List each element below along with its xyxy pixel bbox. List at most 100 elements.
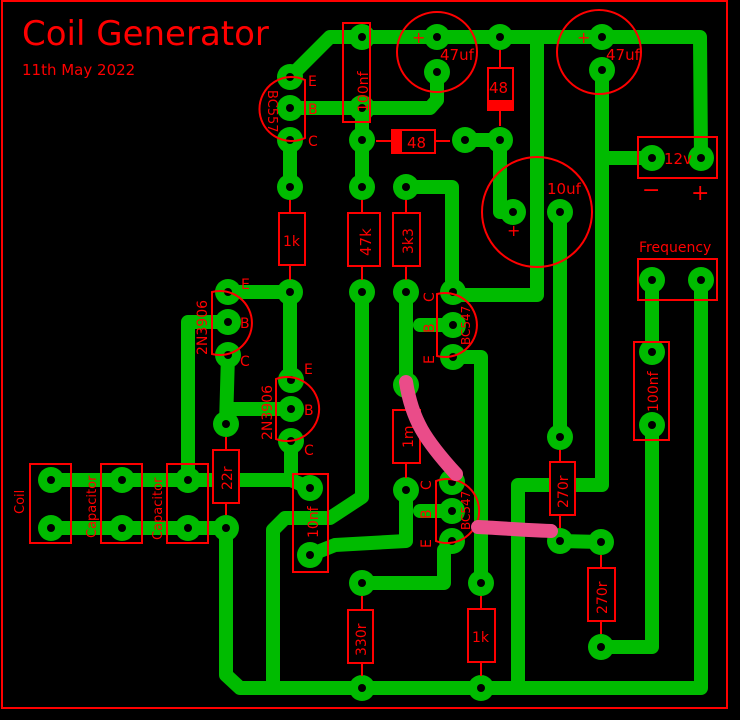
pad-hole	[222, 420, 230, 428]
r1k-top-label: 1k	[283, 234, 301, 250]
pad-hole	[222, 524, 230, 532]
pad-hole	[286, 183, 294, 191]
annotations	[399, 375, 558, 538]
r3k3-label: 3k3	[401, 228, 417, 254]
board-title: Coil Generator	[22, 14, 269, 54]
q2n3906-top-label: 2N3906	[195, 300, 211, 355]
pad-hole	[477, 684, 485, 692]
r47k-outline	[347, 212, 381, 267]
pad-hole	[477, 579, 485, 587]
r270r-a-outline	[549, 461, 576, 516]
c47uf-left-label: 47uf	[440, 46, 475, 64]
pad-hole	[306, 484, 314, 492]
d48-v-label: 48	[489, 79, 508, 97]
pad-hole	[47, 524, 55, 532]
r270r-a-label: 270r	[556, 475, 572, 508]
power-plus: +	[691, 181, 709, 206]
pad-hole	[648, 154, 656, 162]
pin-label: C	[240, 354, 250, 370]
board-outline	[1, 0, 728, 709]
track-vcc	[283, 30, 708, 165]
capacitor1-connector-outline	[100, 463, 143, 544]
c100nf-top-label: 100nf	[356, 70, 372, 112]
pad-hole	[358, 104, 366, 112]
r22r-label: 22r	[220, 466, 236, 490]
pad-hole	[509, 208, 517, 216]
diode-band	[488, 100, 513, 110]
pin-label: B	[304, 403, 314, 419]
pad-hole	[286, 104, 294, 112]
pad-hole	[597, 538, 605, 546]
board-date: 11th May 2022	[22, 61, 135, 79]
pad-hole	[358, 136, 366, 144]
power-connector-outline	[637, 136, 718, 179]
c47uf-right-label: 47uf	[606, 46, 641, 64]
pad-hole	[184, 524, 192, 532]
pad-hole	[598, 66, 606, 74]
pad-hole	[118, 524, 126, 532]
c10nf-label: 10nf	[306, 505, 322, 538]
c100nf-right-label: 100nf	[646, 370, 662, 412]
bc547-top-label: BC547	[459, 306, 473, 345]
power-label: 12v	[664, 150, 692, 168]
pad-hole	[648, 421, 656, 429]
pad-hole	[358, 288, 366, 296]
pad-hole	[597, 643, 605, 651]
pads	[38, 24, 714, 701]
capacitor2-label: Capacitor	[151, 477, 166, 540]
r270r-b-label: 270r	[595, 581, 611, 614]
pad-hole	[118, 476, 126, 484]
pad-hole	[286, 288, 294, 296]
pin-label: B	[419, 509, 435, 519]
pin-label: C	[304, 443, 314, 459]
bc557-outline	[258, 76, 306, 142]
bc557-label: BC557	[264, 90, 279, 133]
pad-hole	[402, 288, 410, 296]
d48-h-label: 48	[407, 134, 426, 152]
power-minus: −	[642, 178, 660, 203]
pad-hole	[496, 33, 504, 41]
pin-label: E	[419, 539, 435, 548]
track	[181, 315, 235, 487]
r22r-outline	[212, 449, 240, 504]
pin-label: B	[240, 316, 250, 332]
capacitor2-connector-outline	[166, 463, 209, 544]
c47uf-right-outline	[556, 9, 642, 95]
pad-hole	[47, 476, 55, 484]
r1k-top-outline	[278, 212, 306, 266]
pad-hole	[556, 208, 564, 216]
coil-label: Coil	[13, 490, 28, 514]
pad-hole	[224, 318, 232, 326]
pad-hole	[402, 183, 410, 191]
diode-band	[392, 130, 402, 153]
track	[221, 285, 297, 387]
pin-label: B	[422, 323, 438, 333]
coil-connector-outline	[29, 463, 72, 544]
c10uf-label: 10uf	[547, 180, 582, 198]
track	[266, 285, 369, 695]
pad-hole	[306, 551, 314, 559]
polarity-plus: +	[507, 221, 520, 240]
pin-label: C	[419, 480, 435, 490]
pad-hole	[598, 33, 606, 41]
track-ground	[219, 273, 708, 695]
pad-hole	[556, 433, 564, 441]
polarity-plus: +	[412, 28, 425, 47]
frequency-label: Frequency	[639, 240, 711, 256]
r47k-label: 47k	[357, 228, 375, 256]
pad-hole	[287, 405, 295, 413]
annotation-stroke	[471, 520, 558, 538]
q2n3906-bottom-label: 2N3906	[260, 385, 276, 440]
pad-hole	[648, 348, 656, 356]
pad-hole	[184, 476, 192, 484]
pin-label: C	[308, 134, 318, 150]
pin-label: E	[241, 277, 250, 293]
c10uf-outline	[481, 156, 593, 268]
pad-hole	[358, 33, 366, 41]
r1m-label: 1m	[401, 425, 417, 448]
pad-hole	[697, 276, 705, 284]
pad-hole	[433, 33, 441, 41]
annotation-stroke	[399, 375, 463, 481]
pad-hole	[556, 537, 564, 545]
